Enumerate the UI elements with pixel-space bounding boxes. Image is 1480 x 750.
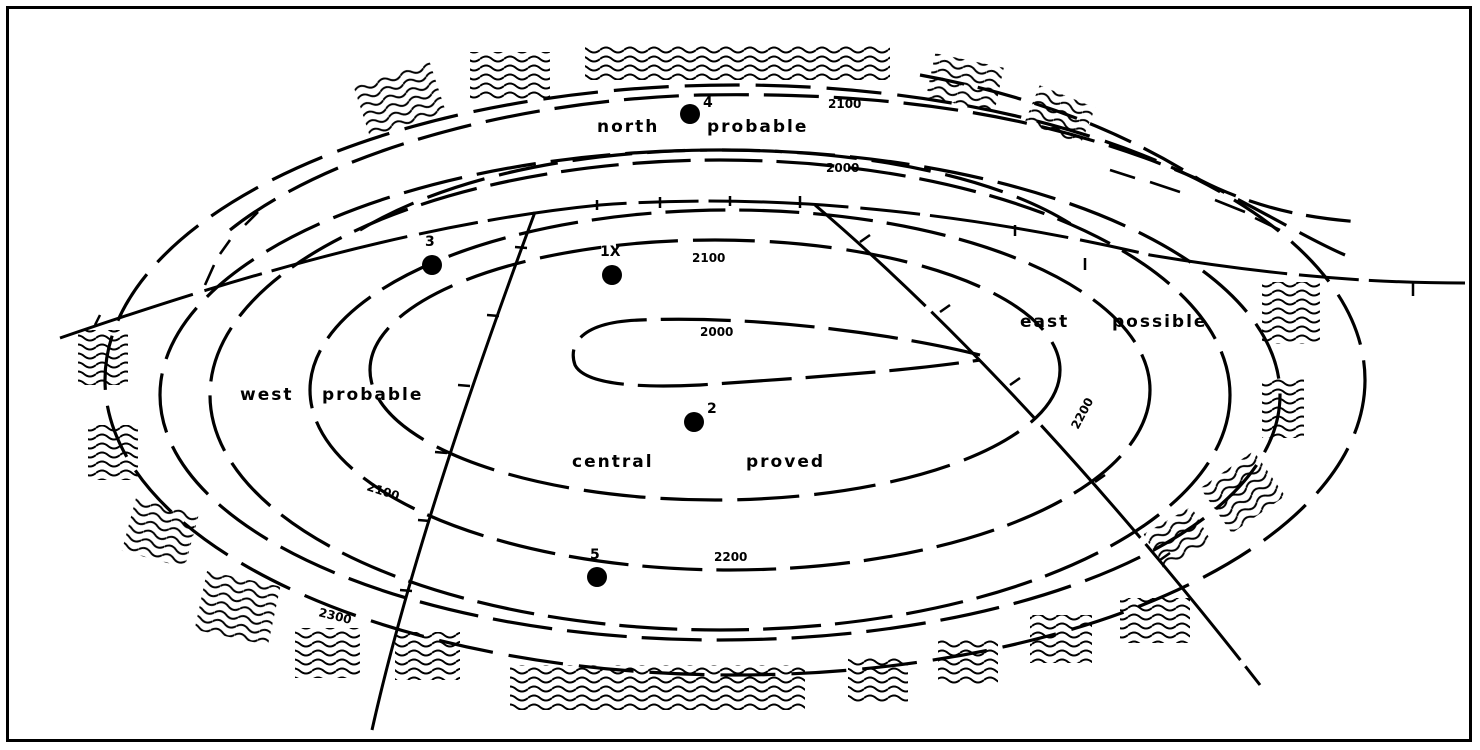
contour-label-east-2200: 2200 xyxy=(1068,395,1096,431)
fault-west xyxy=(370,211,537,731)
well-label-3: 3 xyxy=(425,234,435,250)
water-patch xyxy=(78,330,128,385)
water-patch xyxy=(1024,85,1096,145)
zone-east-status: possible xyxy=(1112,312,1207,332)
contour-2100-inner xyxy=(368,238,1062,502)
water-patch xyxy=(1120,598,1190,643)
zone-central-status: proved xyxy=(746,452,825,472)
zone-west-label: west xyxy=(240,385,293,405)
dash-marks xyxy=(203,168,1281,286)
contour-label-west-2100: 2100 xyxy=(365,480,401,504)
contour-2000-north xyxy=(359,148,1081,232)
well-marker-3 xyxy=(422,255,442,275)
water-patch xyxy=(585,45,890,80)
contour-label-inner-2000: 2000 xyxy=(700,325,733,339)
water-patch xyxy=(88,425,138,480)
zone-labels: north probable west probable central pro… xyxy=(240,117,1207,472)
water-patch xyxy=(353,61,447,139)
water-patch xyxy=(121,497,199,568)
water-patch xyxy=(1030,615,1092,663)
contour-label-inner-2100: 2100 xyxy=(692,251,725,265)
water-patch xyxy=(1262,378,1304,438)
zone-central-label: central xyxy=(572,452,654,472)
fault-lines xyxy=(59,196,1466,731)
contour-label-inner-2200: 2200 xyxy=(714,550,747,564)
fault-upper-arc xyxy=(59,199,1466,340)
zone-east-label: east xyxy=(1020,312,1069,332)
water-patches xyxy=(78,45,1320,710)
well-label-2: 2 xyxy=(707,401,717,417)
water-patch xyxy=(295,628,360,678)
water-patch xyxy=(938,640,998,685)
well-label-5: 5 xyxy=(590,547,600,563)
contour-2000-inner xyxy=(571,317,981,388)
contour-label-north-2100: 2100 xyxy=(828,97,861,111)
contour-label-north-2000: 2000 xyxy=(826,161,859,175)
water-patch xyxy=(510,665,805,710)
well-marker-1x xyxy=(602,265,622,285)
water-patch xyxy=(470,52,550,100)
contour-2200-inner xyxy=(308,208,1152,572)
zone-north-label: north xyxy=(597,117,659,137)
contour-2100-west xyxy=(208,158,1232,632)
water-patch xyxy=(395,632,460,680)
fault-east xyxy=(814,203,1262,686)
well-label-4: 4 xyxy=(703,95,713,111)
contour-northeast-lobe xyxy=(919,73,1361,224)
water-patch xyxy=(848,658,908,703)
fault-ticks xyxy=(93,196,1415,593)
contour-label-west-2300: 2300 xyxy=(317,605,353,627)
well-label-1x: 1X xyxy=(600,244,621,260)
well-marker-5 xyxy=(587,567,607,587)
contour-lines xyxy=(103,73,1367,677)
water-patch xyxy=(1143,506,1212,569)
water-patch xyxy=(194,570,281,646)
contour-2100-north xyxy=(229,93,1346,257)
water-patch xyxy=(1200,450,1286,534)
wells: 4 3 1X 2 5 xyxy=(422,95,717,587)
contour-outer-2300 xyxy=(103,83,1367,677)
zone-west-status: probable xyxy=(322,385,423,405)
well-marker-4 xyxy=(680,104,700,124)
water-patch xyxy=(1262,282,1320,344)
well-marker-2 xyxy=(684,412,704,432)
water-patch xyxy=(925,53,1004,112)
zone-north-status: probable xyxy=(707,117,808,137)
